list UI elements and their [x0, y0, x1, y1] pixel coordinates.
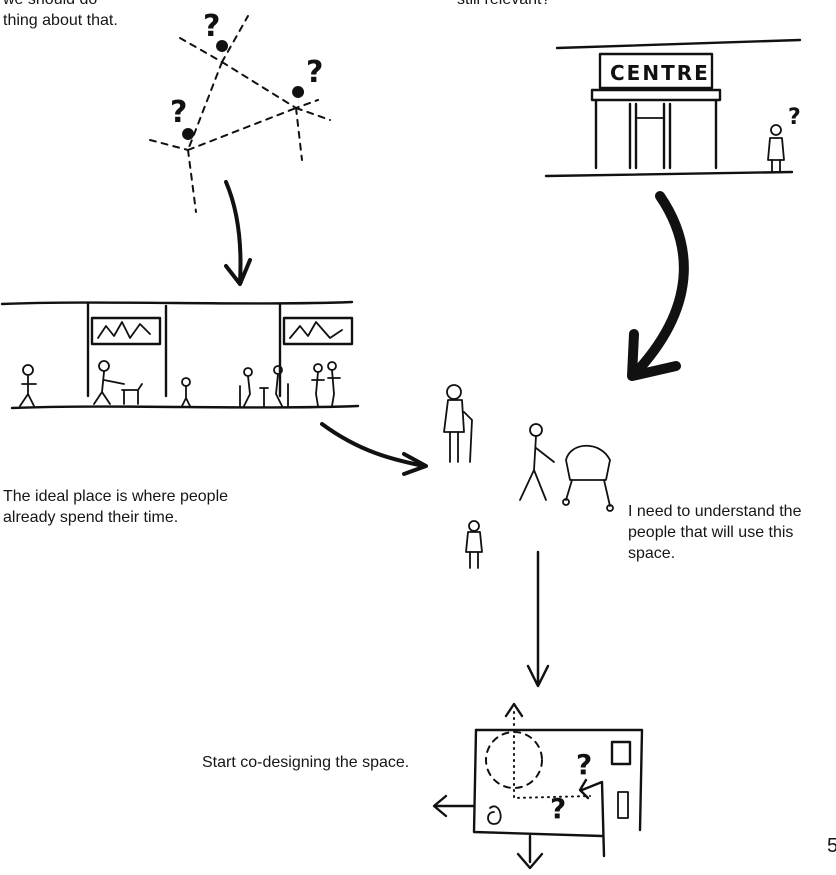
couple-standing-icon [311, 361, 341, 407]
caption-understand-people: I need to understand the people that wil… [628, 503, 802, 562]
map-pins-network: ? ? ? [149, 9, 331, 213]
people-sitting-icon [239, 365, 289, 407]
person-figure-icon [19, 364, 37, 407]
centre-building: CENTRE ? [544, 38, 802, 178]
map-pin-icon [292, 86, 305, 116]
question-mark-icon: ? [788, 105, 801, 130]
arrow-right [320, 422, 428, 476]
question-mark-icon: ? [170, 95, 187, 130]
people-group [443, 384, 614, 569]
question-mark-icon: ? [203, 9, 220, 44]
child-figure-icon [465, 520, 483, 569]
person-with-stroller-icon [519, 423, 614, 512]
map-pin-icon [216, 40, 229, 70]
caption-top-left-line1: we should do [3, 0, 97, 10]
street-scene [0, 300, 360, 410]
question-mark-icon: ? [550, 792, 566, 825]
elderly-person-icon [443, 384, 473, 463]
caption-top-left-line2: thing about that. [3, 12, 118, 29]
person-figure-icon [767, 124, 785, 173]
caption-ideal-place: The ideal place is where people already … [3, 488, 229, 526]
arrow-down-center [526, 550, 550, 688]
map-pin-icon [182, 128, 195, 158]
person-with-dog-icon [93, 360, 143, 405]
caption-top-right: still relevant? [457, 0, 550, 10]
arrow-down-right-big [627, 191, 689, 381]
question-mark-icon: ? [306, 55, 323, 90]
child-figure-icon [181, 377, 191, 407]
caption-co-design: Start co-designing the space. [202, 754, 410, 771]
question-mark-icon: ? [576, 748, 592, 781]
arrow-down-left [224, 180, 252, 286]
floor-plan: ? ? [432, 702, 644, 870]
page-number: 5 [827, 835, 836, 857]
centre-sign-text: CENTRE [610, 61, 710, 85]
